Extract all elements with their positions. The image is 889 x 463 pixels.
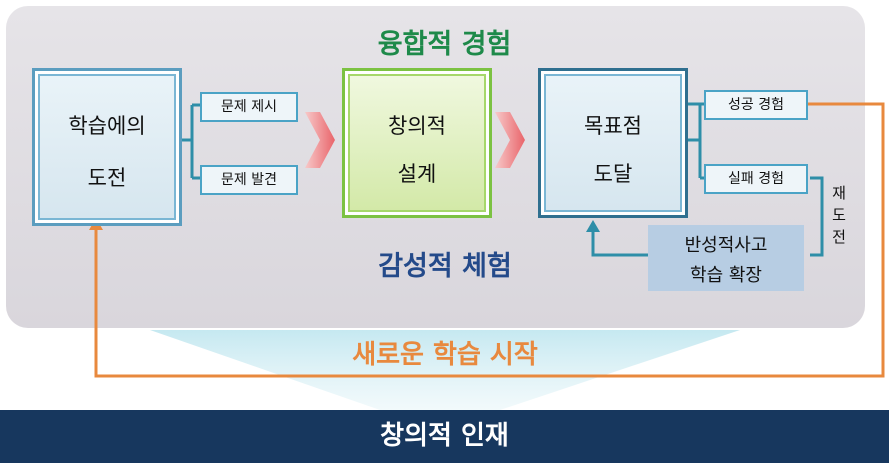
top-heading: 융합적 경험 <box>377 29 512 60</box>
rechallenge-char-1: 재 <box>832 184 846 202</box>
design-line2: 설계 <box>397 162 437 186</box>
arrow-right-2 <box>495 112 525 168</box>
rechallenge-char-3: 전 <box>832 228 846 246</box>
problem-present-label: 문제 제시 <box>200 92 298 122</box>
failure-experience-label: 실패 경험 <box>704 164 808 194</box>
design-box: 창의적 설계 <box>342 68 492 218</box>
challenge-box: 학습에의 도전 <box>32 68 182 226</box>
goal-line2: 도달 <box>593 162 633 186</box>
reflection-line1: 반성적사고 <box>684 235 768 256</box>
design-line1: 창의적 <box>388 114 446 138</box>
rechallenge-label: 재 도 전 <box>828 182 850 248</box>
reflection-line2: 학습 확장 <box>690 265 762 286</box>
reflection-box: 반성적사고 학습 확장 <box>648 225 804 291</box>
middle-heading: 감성적 체험 <box>378 251 512 282</box>
challenge-line1: 학습에의 <box>68 114 146 138</box>
goal-line1: 목표점 <box>584 114 642 138</box>
arrow-right-1 <box>305 112 335 168</box>
rechallenge-char-2: 도 <box>832 206 846 224</box>
problem-discover-label: 문제 발견 <box>200 165 298 195</box>
footer-title: 창의적 인재 <box>0 410 889 463</box>
loop-label: 새로운 학습 시작 <box>352 340 538 370</box>
challenge-line2: 도전 <box>87 166 127 190</box>
goal-box: 목표점 도달 <box>538 68 688 218</box>
success-experience-label: 성공 경험 <box>704 90 808 120</box>
